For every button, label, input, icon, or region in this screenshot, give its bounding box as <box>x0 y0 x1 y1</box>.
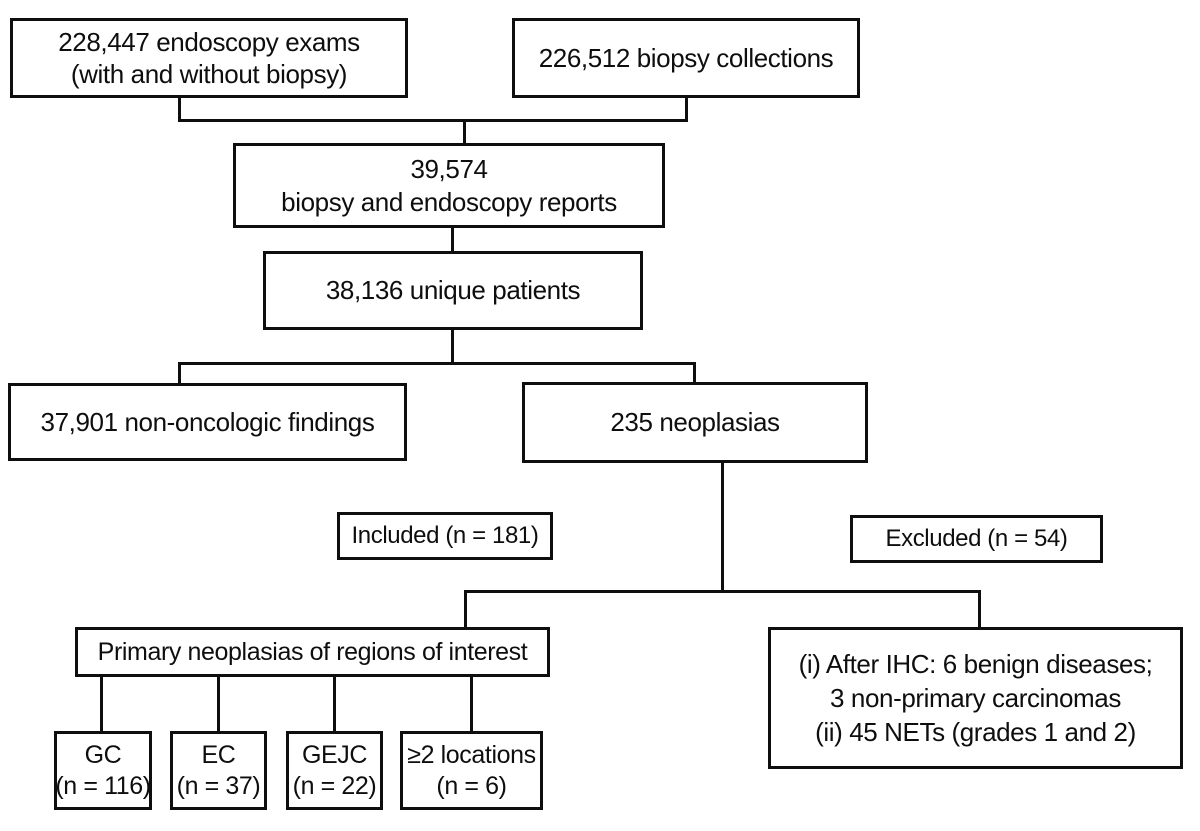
connector-to-non-oncologic <box>178 362 181 386</box>
node-gejc-line1: GEJC <box>301 740 368 769</box>
node-exclusion-details-line2: 3 non-primary carcinomas <box>830 682 1121 713</box>
node-primary-neoplasias: Primary neoplasias of regions of interes… <box>75 627 550 677</box>
connector-patients-down <box>451 329 454 365</box>
node-gc-line2: (n = 116) <box>55 771 151 800</box>
node-biopsy-collections: 226,512 biopsy collections <box>512 18 860 98</box>
connector-to-gc <box>100 676 103 734</box>
connector-to-multi-location <box>470 676 473 734</box>
label-included-text: Included (n = 181) <box>351 522 539 550</box>
connector-to-exclusion-details <box>978 590 981 630</box>
connector-reports-to-patients <box>451 227 454 254</box>
node-endoscopy-exams: 228,447 endoscopy exams (with and withou… <box>10 18 408 98</box>
connector-neoplasias-down <box>721 461 724 593</box>
node-multi-location-line1: ≥2 locations <box>407 740 536 769</box>
connector-merge-top <box>178 119 688 122</box>
node-endoscopy-exams-line2: (with and without biopsy) <box>70 59 348 89</box>
node-neoplasias: 235 neoplasias <box>522 382 868 463</box>
node-reports-line1: 39,574 <box>410 154 488 185</box>
connector-to-reports <box>463 119 466 146</box>
node-exclusion-details-line3: (ii) 45 NETs (grades 1 and 2) <box>815 717 1136 748</box>
node-ec: EC (n = 37) <box>170 731 267 810</box>
node-ec-line2: (n = 37) <box>176 771 261 800</box>
node-multi-location: ≥2 locations (n = 6) <box>400 731 543 810</box>
connector-split-included-excluded <box>464 590 981 593</box>
node-endoscopy-exams-line1: 228,447 endoscopy exams <box>58 26 360 57</box>
node-neoplasias-line1: 235 neoplasias <box>610 407 780 438</box>
node-non-oncologic-line1: 37,901 non-oncologic findings <box>40 406 375 437</box>
node-gejc: GEJC (n = 22) <box>286 731 383 810</box>
node-unique-patients-line1: 38,136 unique patients <box>325 275 581 306</box>
node-gejc-line2: (n = 22) <box>292 771 377 800</box>
connector-to-neoplasias <box>693 362 696 385</box>
connector-biopsy-down <box>685 97 688 122</box>
node-exclusion-details: (i) After IHC: 6 benign diseases; 3 non-… <box>768 627 1183 769</box>
node-unique-patients: 38,136 unique patients <box>263 251 643 330</box>
node-primary-neoplasias-line1: Primary neoplasias of regions of interes… <box>97 637 528 666</box>
connector-to-primary <box>464 590 467 630</box>
node-gc: GC (n = 116) <box>54 731 152 810</box>
node-non-oncologic-findings: 37,901 non-oncologic findings <box>8 383 407 461</box>
node-exclusion-details-line1: (i) After IHC: 6 benign diseases; <box>798 648 1153 679</box>
node-biopsy-endoscopy-reports: 39,574 biopsy and endoscopy reports <box>233 143 665 228</box>
connector-to-ec <box>217 676 220 734</box>
connector-to-gejc <box>333 676 336 734</box>
connector-split-findings <box>178 362 696 365</box>
connector-exams-down <box>178 97 181 122</box>
label-excluded: Excluded (n = 54) <box>850 515 1103 563</box>
node-multi-location-line2: (n = 6) <box>436 771 507 800</box>
node-biopsy-collections-line1: 226,512 biopsy collections <box>538 42 834 73</box>
label-included: Included (n = 181) <box>337 512 553 560</box>
node-ec-line1: EC <box>201 740 236 769</box>
label-excluded-text: Excluded (n = 54) <box>885 525 1068 553</box>
node-reports-line2: biopsy and endoscopy reports <box>281 186 617 217</box>
node-gc-line1: GC <box>84 740 122 769</box>
